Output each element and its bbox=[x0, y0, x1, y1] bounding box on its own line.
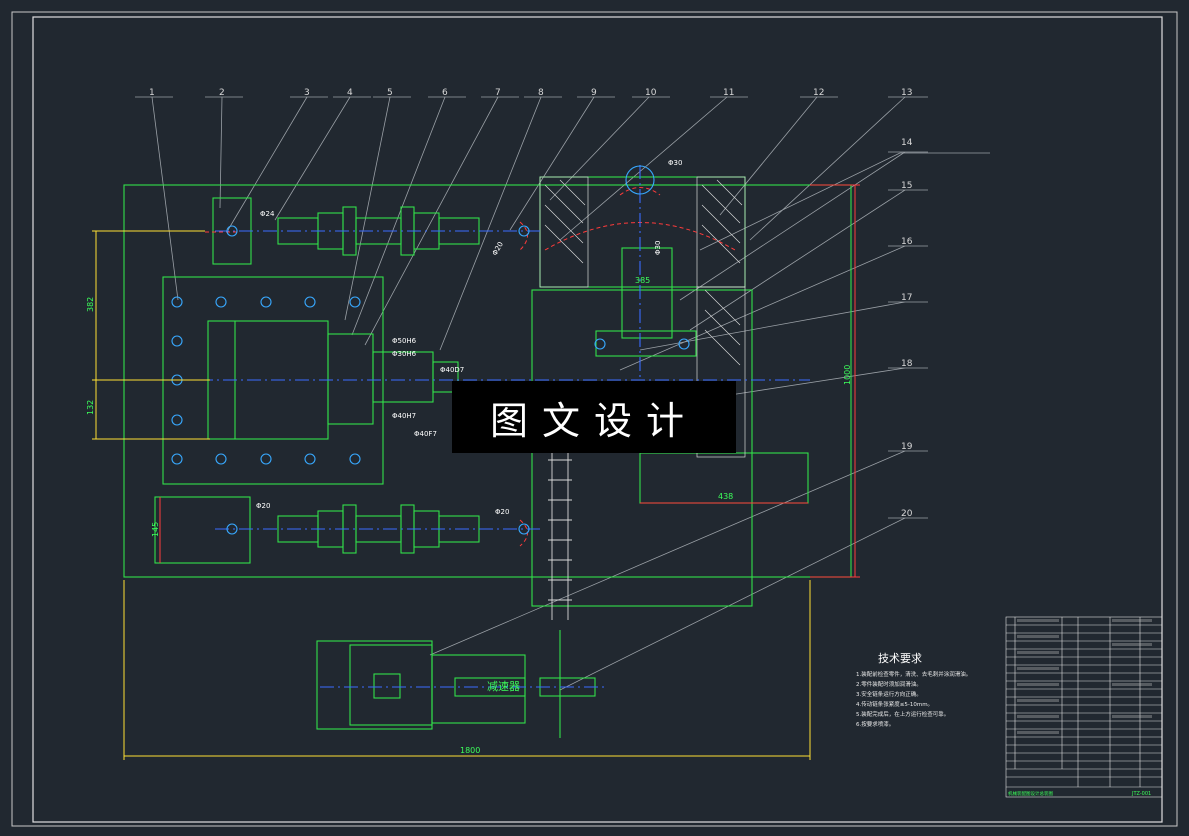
part-number: 7 bbox=[495, 88, 501, 98]
fit-label: Φ50H6 bbox=[392, 337, 417, 345]
part-number: 12 bbox=[813, 88, 824, 98]
dim-right-bottom: 438 bbox=[718, 492, 733, 501]
centerlines bbox=[175, 165, 810, 688]
title-block-code: JTZ-001 bbox=[1131, 791, 1151, 797]
part-number: 4 bbox=[347, 88, 353, 98]
part-number-labels: 1 2 3 4 5 6 7 8 9 10 11 12 13 14 15 16 1… bbox=[149, 88, 913, 519]
dimension-lines-red bbox=[159, 184, 860, 578]
dim-total-width: 1800 bbox=[460, 746, 480, 755]
part-number: 14 bbox=[901, 138, 913, 148]
title-block-name: 机械装配图设计总装图 bbox=[1008, 790, 1053, 797]
outer-border bbox=[11, 11, 1178, 827]
reducer-label: 减速器 bbox=[487, 680, 520, 693]
diameter-label: Φ20 bbox=[491, 241, 505, 257]
part-number: 2 bbox=[219, 88, 225, 98]
tech-title: 技术要求 bbox=[878, 652, 922, 665]
housing-hatch bbox=[539, 176, 746, 458]
dim-center: 385 bbox=[635, 276, 650, 285]
fit-label: Φ40F7 bbox=[414, 430, 437, 438]
fit-label: Φ40D7 bbox=[440, 366, 464, 374]
watermark-banner: 图文设计 bbox=[452, 381, 736, 453]
frame bbox=[123, 176, 852, 738]
part-number: 17 bbox=[901, 293, 912, 303]
part-number: 10 bbox=[645, 88, 657, 98]
diameter-label: Φ30 bbox=[668, 159, 682, 167]
tech-note: 2.零件装配时须加润滑油。 bbox=[856, 680, 922, 688]
part-number: 9 bbox=[591, 88, 597, 98]
dimension-texts: 1800 1000 382 132 145 438 385 bbox=[86, 276, 852, 755]
chain bbox=[548, 450, 572, 620]
part-number: 8 bbox=[538, 88, 544, 98]
diameter-label: Φ20 bbox=[495, 508, 509, 516]
dim-total-height: 1000 bbox=[843, 365, 852, 385]
dim-left-lower: 132 bbox=[86, 400, 95, 415]
dimension-lines bbox=[92, 230, 811, 760]
part-number: 3 bbox=[304, 88, 310, 98]
fit-texts: Φ50H6 Φ30H6 Φ40H7 Φ40F7 Φ40D7 bbox=[392, 337, 464, 438]
title-block-fill bbox=[1017, 619, 1152, 734]
tech-note: 5.装配完成后，在上方运行检查可靠。 bbox=[856, 710, 949, 718]
diameter-label: Φ30 bbox=[654, 241, 662, 255]
tech-note: 6.按要求喷漆。 bbox=[856, 720, 894, 728]
inner-border bbox=[32, 16, 1163, 823]
part-number: 6 bbox=[442, 88, 448, 98]
diameter-label: Φ24 bbox=[260, 210, 275, 218]
dim-lower-left-block: 145 bbox=[151, 522, 160, 537]
fit-label: Φ40H7 bbox=[392, 412, 416, 420]
fit-label: Φ30H6 bbox=[392, 350, 417, 358]
tech-notes: 1.装配前检查零件，清洗、去毛刺并涂润滑油。 2.零件装配时须加润滑油。 3.安… bbox=[856, 670, 971, 728]
part-number: 19 bbox=[901, 442, 913, 452]
part-number: 13 bbox=[901, 88, 912, 98]
tech-note: 3.安全链条运行方向正确。 bbox=[856, 690, 922, 698]
part-number: 11 bbox=[723, 88, 734, 98]
part-number: 15 bbox=[901, 181, 912, 191]
tech-note: 4.传动链条张紧度≤5-10mm。 bbox=[856, 700, 933, 708]
bolt-holes bbox=[171, 165, 690, 535]
part-number: 1 bbox=[149, 88, 155, 98]
part-number: 16 bbox=[901, 237, 913, 247]
tech-note: 1.装配前检查零件，清洗、去毛刺并涂润滑油。 bbox=[856, 670, 971, 678]
diameter-label: Φ20 bbox=[256, 502, 270, 510]
title-block bbox=[1005, 616, 1163, 798]
dim-left-upper: 382 bbox=[86, 297, 95, 312]
part-number: 5 bbox=[387, 88, 393, 98]
part-number: 20 bbox=[901, 509, 913, 519]
part-number: 18 bbox=[901, 359, 913, 369]
